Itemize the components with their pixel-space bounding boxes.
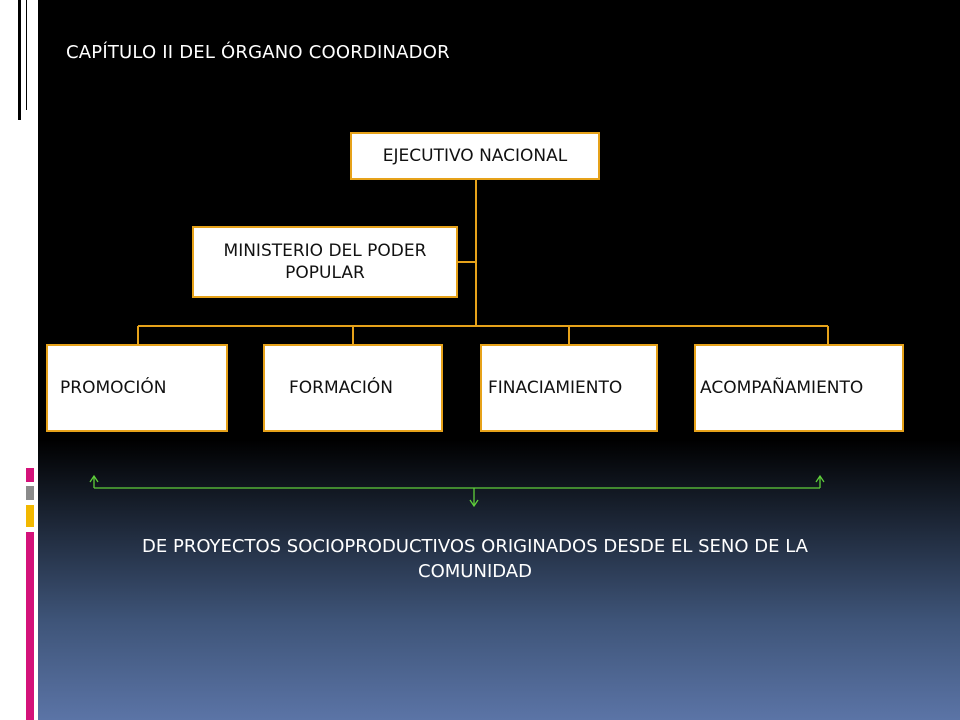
node-label: FORMACIÓN bbox=[289, 378, 393, 398]
node-acompanamiento: ACOMPAÑAMIENTO bbox=[694, 344, 904, 432]
node-ejecutivo-nacional: EJECUTIVO NACIONAL bbox=[350, 132, 600, 180]
slide-title: CAPÍTULO II DEL ÓRGANO COORDINADOR bbox=[66, 42, 450, 63]
node-label: FINACIAMIENTO bbox=[488, 378, 623, 398]
bracket-arrow-icon bbox=[89, 474, 825, 508]
node-label: PROMOCIÓN bbox=[60, 378, 167, 398]
node-formacion: FORMACIÓN bbox=[263, 344, 443, 432]
node-promocion: PROMOCIÓN bbox=[46, 344, 228, 432]
accent-block bbox=[26, 486, 34, 500]
node-label: ACOMPAÑAMIENTO bbox=[700, 378, 864, 398]
node-label: MINISTERIO DEL PODER POPULAR bbox=[223, 240, 427, 283]
node-label: EJECUTIVO NACIONAL bbox=[382, 146, 568, 166]
footer-note: DE PROYECTOS SOCIOPRODUCTIVOS ORIGINADOS… bbox=[142, 536, 808, 583]
deco-bar bbox=[18, 0, 21, 120]
accent-block bbox=[26, 532, 34, 720]
accent-block bbox=[26, 505, 34, 527]
corner-deco-icon bbox=[22, 0, 34, 118]
node-finaciamiento: FINACIAMIENTO bbox=[480, 344, 658, 432]
node-ministerio: MINISTERIO DEL PODER POPULAR bbox=[192, 226, 458, 298]
accent-block bbox=[26, 468, 34, 482]
